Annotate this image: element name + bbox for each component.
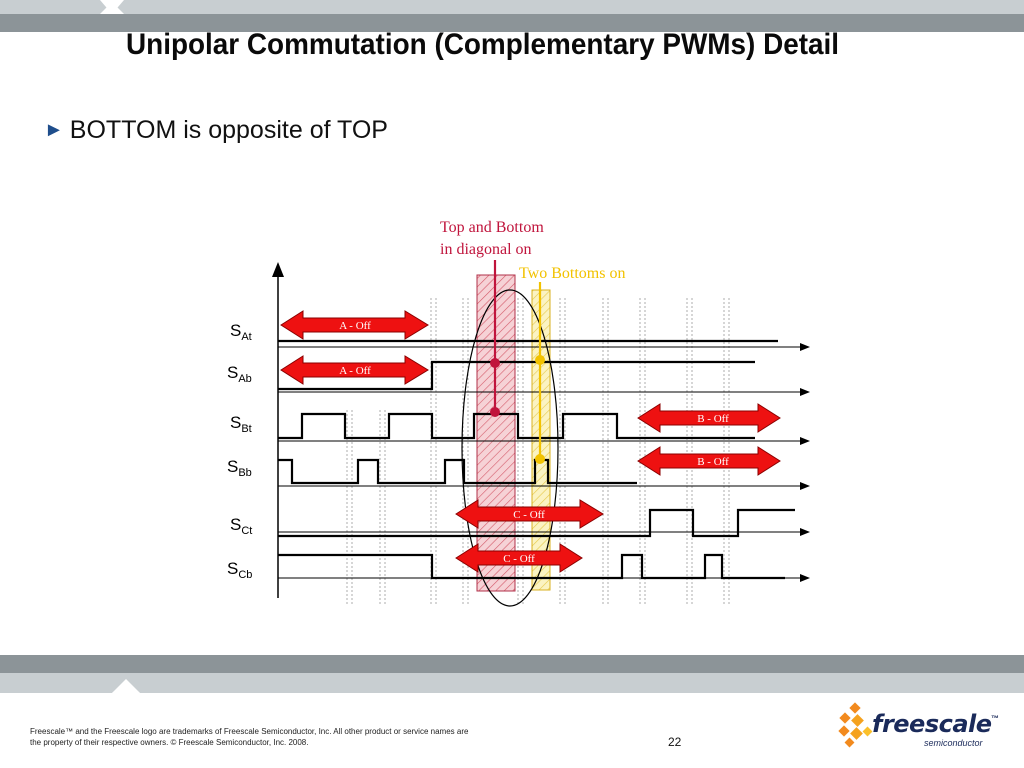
diagonal-marker-bt — [490, 407, 500, 417]
a-off-top-label: A - Off — [339, 320, 371, 332]
c-off-bottom-arrow — [455, 543, 583, 573]
axis-arrowhead — [272, 262, 284, 277]
footer-bar — [0, 655, 1024, 693]
two-bottoms-note: Two Bottoms on — [519, 265, 625, 282]
legal-line-1: Freescale™ and the Freescale logo are tr… — [30, 727, 469, 736]
waveform-s-bb — [278, 458, 637, 485]
signal-label-s-at: SAt — [230, 321, 252, 343]
a-off-bottom-label: A - Off — [339, 365, 371, 377]
bullet-item: ►BOTTOM is opposite of TOP — [44, 116, 388, 145]
triangle-bullet-icon: ► — [44, 119, 64, 141]
freescale-logo: freescale ™ semiconductor — [836, 700, 1006, 756]
page-number: 22 — [668, 735, 682, 749]
diagonal-marker-ab — [490, 358, 500, 368]
signal-label-s-ab: SAb — [227, 363, 252, 385]
b-off-top-arrow — [637, 403, 781, 433]
signal-label-s-cb: SCb — [227, 559, 252, 581]
annotation-pointers — [490, 260, 545, 464]
signal-label-s-ct: SCt — [230, 515, 252, 537]
diagram-annotations: Top and Bottom in diagonal on Two Bottom… — [440, 219, 625, 282]
a-off-top-arrow — [280, 310, 429, 340]
waveform-s-ab — [278, 360, 755, 391]
header-bar — [0, 0, 1024, 32]
logo-trademark: ™ — [991, 714, 999, 723]
off-arrows — [280, 310, 781, 573]
bullet-text: BOTTOM is opposite of TOP — [69, 116, 388, 144]
waveform-s-bt — [278, 412, 755, 440]
b-off-top-label: B - Off — [697, 413, 729, 425]
off-arrow-labels: A - Off A - Off B - Off B - Off C - Off … — [339, 320, 729, 565]
timing-gridlines — [346, 298, 730, 605]
c-off-bottom-label: C - Off — [503, 553, 535, 565]
signal-label-s-bt: SBt — [230, 413, 252, 435]
c-off-top-arrow — [455, 499, 604, 529]
c-off-top-label: C - Off — [513, 509, 545, 521]
baseline-arrowheads — [800, 343, 810, 582]
b-off-bottom-label: B - Off — [697, 456, 729, 468]
logo-wordmark: freescale — [872, 710, 992, 738]
waveform-s-ct — [278, 508, 795, 538]
legal-notice: Freescale™ and the Freescale logo are tr… — [30, 726, 550, 748]
waveforms — [278, 339, 795, 580]
slide-title: Unipolar Commutation (Complementary PWMs… — [126, 28, 840, 61]
legal-line-2: the property of their respective owners.… — [30, 738, 309, 747]
logo-subtitle: semiconductor — [924, 738, 983, 748]
a-off-bottom-arrow — [280, 355, 429, 385]
commutation-ellipse — [461, 289, 559, 607]
freescale-logo-mark-icon — [838, 702, 873, 748]
signal-labels: SAt SAb SBt SBb SCt SCb — [227, 321, 252, 581]
waveform-s-cb — [278, 553, 785, 580]
two-bottoms-marker-ab — [535, 355, 545, 365]
two-bottoms-marker-bb — [535, 454, 545, 464]
signal-label-s-bb: SBb — [227, 457, 252, 479]
b-off-bottom-arrow — [637, 446, 781, 476]
diagonal-on-note-line2: in diagonal on — [440, 241, 532, 258]
diagonal-on-note-line1: Top and Bottom — [440, 219, 544, 236]
